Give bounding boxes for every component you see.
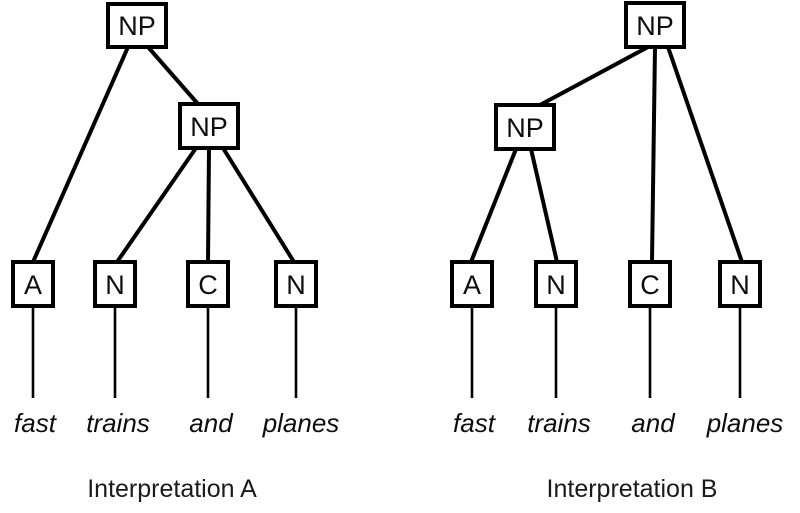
word-leaf-fast: fast	[14, 408, 58, 438]
node-label-pos-n1: N	[546, 270, 566, 300]
node-box-pos-a	[11, 260, 55, 308]
node-label-pos-n2: N	[730, 270, 750, 300]
node-box-pos-n2	[718, 260, 762, 308]
node-box-np-root	[624, 1, 686, 49]
branch-np-inner-to-pos-n1	[529, 148, 559, 263]
node-box-pos-a	[450, 260, 494, 308]
node-label-pos-c: C	[198, 270, 218, 300]
branch-np-root-to-np-inner	[539, 45, 649, 107]
node-box-np-inner	[178, 102, 240, 150]
word-leaf-fast: fast	[453, 408, 497, 438]
node-box-pos-n2	[274, 260, 318, 308]
node-box-np-root	[106, 2, 168, 49]
node-label-np-inner: NP	[190, 112, 228, 142]
branch-np-inner-to-pos-n1	[115, 146, 198, 264]
node-label-pos-n1: N	[105, 270, 125, 300]
node-label-pos-a: A	[24, 270, 42, 300]
branch-np-inner-to-pos-n2	[221, 146, 296, 264]
node-box-pos-c	[186, 260, 230, 308]
branch-np-inner-to-pos-a	[469, 148, 518, 263]
word-leaf-trains: trains	[527, 408, 591, 438]
word-leaf-trains: trains	[86, 408, 150, 438]
branch-np-root-to-pos-n2	[666, 46, 744, 263]
word-leaf-and: and	[189, 408, 234, 438]
branch-np-inner-to-pos-c	[206, 147, 211, 263]
branch-np-root-to-pos-c	[650, 46, 657, 263]
word-leaf-and: and	[631, 408, 676, 438]
node-label-pos-a: A	[463, 270, 481, 300]
node-label-np-root: NP	[636, 11, 674, 41]
node-box-pos-n1	[93, 260, 137, 308]
branch-np-root-to-pos-a	[31, 46, 130, 263]
node-label-pos-n2: N	[286, 270, 306, 300]
branch-np-root-to-np-inner	[146, 45, 200, 106]
node-box-np-inner	[494, 103, 556, 151]
caption-interpretation-a: Interpretation A	[87, 475, 257, 503]
caption-interpretation-b: Interpretation B	[547, 475, 718, 503]
node-box-pos-n1	[534, 260, 578, 308]
node-label-np-root: NP	[118, 11, 156, 41]
node-label-np-inner: NP	[506, 113, 544, 143]
word-leaf-planes: planes	[262, 408, 340, 438]
node-label-pos-c: C	[640, 270, 660, 300]
word-leaf-planes: planes	[706, 408, 784, 438]
node-box-pos-c	[628, 260, 672, 308]
